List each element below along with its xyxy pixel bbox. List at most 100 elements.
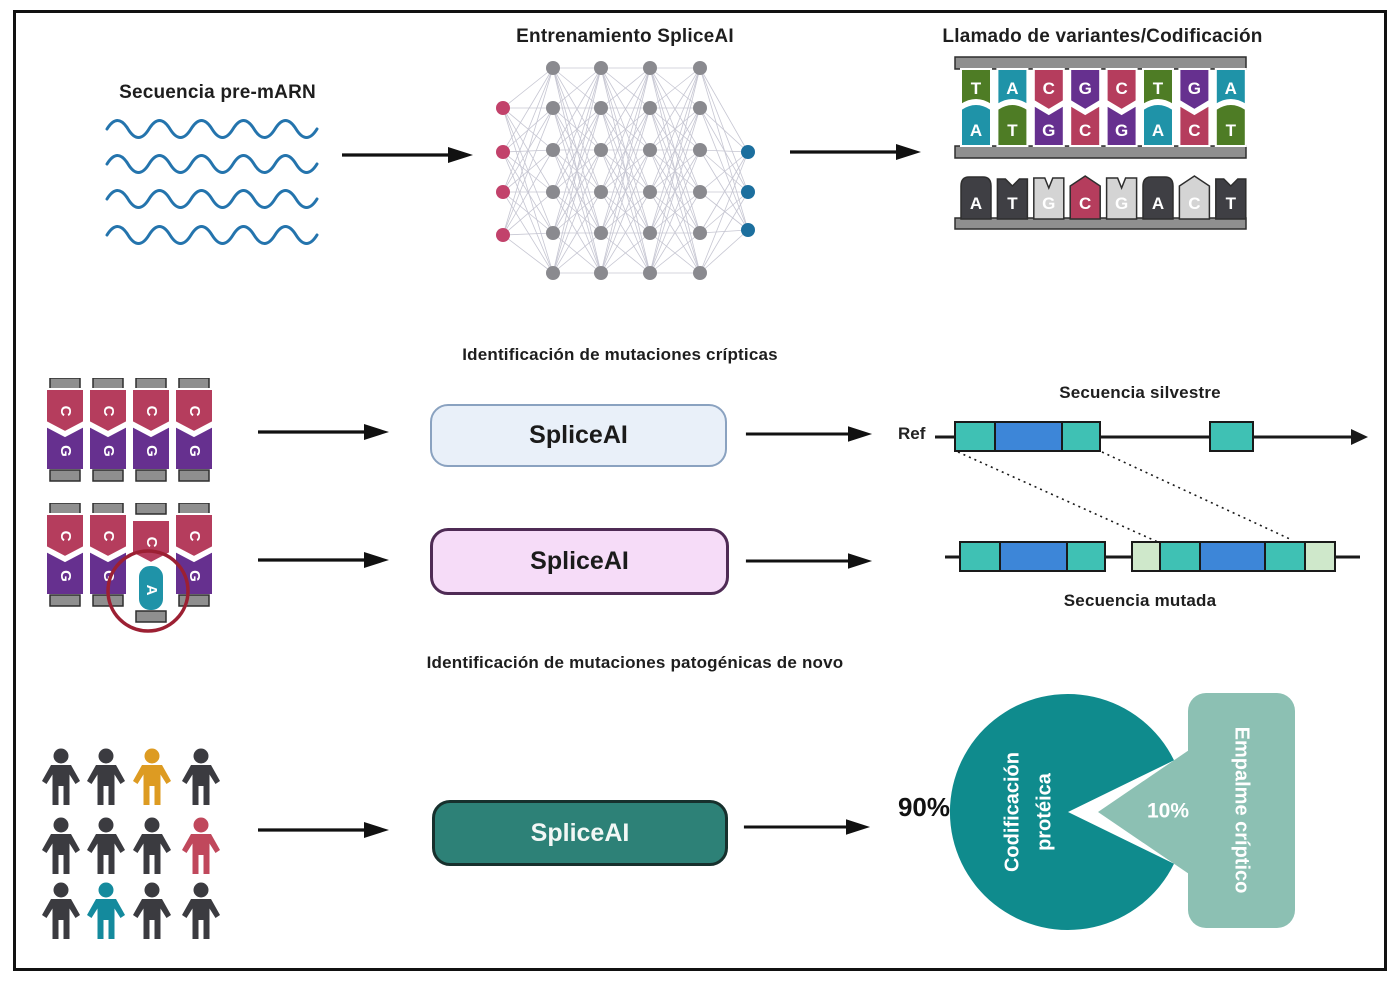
base-tile	[1032, 103, 1065, 147]
network-edge	[502, 191, 554, 234]
base-letter: A	[970, 194, 982, 213]
base-letter: G	[1042, 194, 1055, 213]
network-edge	[552, 149, 602, 274]
mutation-circle-annotation	[106, 549, 190, 633]
pie-90pct-label: 90%	[897, 792, 951, 822]
base-tile	[1069, 68, 1102, 112]
base-letter: G	[1079, 79, 1092, 98]
base-tile	[131, 388, 171, 434]
spliceai-button-denovo: SpliceAI	[432, 800, 728, 866]
column-cap	[49, 594, 81, 607]
alignment-dashed-lines	[957, 451, 1293, 544]
base-letter: A	[1006, 79, 1018, 98]
network-node	[693, 266, 707, 280]
base-letter: T	[1007, 194, 1018, 213]
arrow-right-icon	[745, 426, 873, 442]
network-edge	[649, 67, 701, 274]
person-icon-highlighted	[87, 882, 125, 939]
person-body	[182, 834, 220, 874]
column-cap	[178, 594, 210, 607]
base-letter: C	[1188, 194, 1200, 213]
person-body	[133, 834, 171, 874]
column-cap	[178, 378, 210, 390]
base-tile	[88, 549, 128, 596]
base-letter: T	[1153, 79, 1164, 98]
network-node	[741, 223, 755, 237]
base-tile	[1069, 103, 1102, 147]
network-edge	[649, 67, 701, 151]
exon-segment	[994, 421, 1063, 452]
column-cap	[135, 469, 167, 482]
network-edge	[502, 191, 554, 236]
network-node	[496, 145, 510, 159]
arrow-head	[448, 147, 473, 163]
base-tile	[1142, 68, 1174, 107]
wave-line	[105, 225, 319, 245]
network-edge	[552, 67, 602, 193]
exon-segment	[999, 541, 1068, 572]
base-letter: G	[143, 445, 160, 457]
network-node	[693, 101, 707, 115]
protein-coding-label: protéica	[1033, 772, 1055, 851]
person-icon	[42, 817, 80, 874]
base-letter: G	[100, 570, 117, 582]
person-icon	[133, 882, 171, 939]
person-body	[42, 899, 80, 939]
arrow-right-icon	[342, 147, 473, 163]
column-cap	[135, 503, 167, 515]
network-edge	[699, 151, 749, 193]
wild-sequence-track	[935, 421, 1368, 452]
base-letter: C	[143, 406, 160, 417]
network-edge	[502, 107, 554, 236]
network-node	[643, 143, 657, 157]
network-node	[594, 266, 608, 280]
protein-coding-slice	[949, 694, 1174, 930]
network-node	[693, 143, 707, 157]
base-letter: C	[57, 406, 74, 417]
person-body	[182, 765, 220, 805]
base-tile	[45, 549, 85, 596]
person-head	[193, 748, 209, 764]
exon-segment	[1066, 541, 1106, 572]
base-letter: G	[186, 570, 203, 582]
base-tile	[131, 424, 171, 471]
network-edge	[502, 67, 554, 109]
base-tile	[1178, 103, 1211, 147]
person-head	[193, 817, 209, 833]
network-edge	[502, 67, 554, 236]
network-edge	[502, 107, 554, 274]
exon-segment	[959, 541, 1001, 572]
base-tile	[996, 103, 1029, 147]
network-edge	[600, 107, 651, 274]
network-edge	[649, 67, 701, 193]
arrow-right-icon	[258, 424, 389, 440]
network-node	[594, 61, 608, 75]
arrow-head	[364, 822, 389, 838]
base-letter: A	[143, 585, 160, 596]
base-tile	[45, 388, 85, 434]
ref-label: Ref	[898, 424, 926, 443]
column-cap	[49, 378, 81, 390]
protein-coding-label: Codificación	[1001, 752, 1023, 872]
network-edge	[649, 67, 701, 109]
base-letter: G	[57, 445, 74, 457]
arrow-right-icon	[745, 553, 873, 569]
network-edge	[552, 67, 602, 234]
network-edge	[649, 232, 701, 274]
person-head	[144, 748, 160, 764]
network-node	[741, 185, 755, 199]
base-tile	[960, 68, 992, 107]
mutated-title: Secuencia mutada	[1063, 591, 1217, 610]
network-node	[643, 226, 657, 240]
cryptic-splice-label: Empalme críptico	[1231, 727, 1253, 894]
base-letter: C	[186, 406, 203, 417]
base-letter: T	[971, 79, 982, 98]
person-head	[193, 882, 209, 898]
base-letter: C	[143, 537, 160, 548]
network-edge	[502, 67, 554, 193]
network-edge	[649, 149, 701, 274]
person-icon	[87, 817, 125, 874]
arrow-head	[364, 424, 389, 440]
network-edge	[699, 229, 749, 274]
